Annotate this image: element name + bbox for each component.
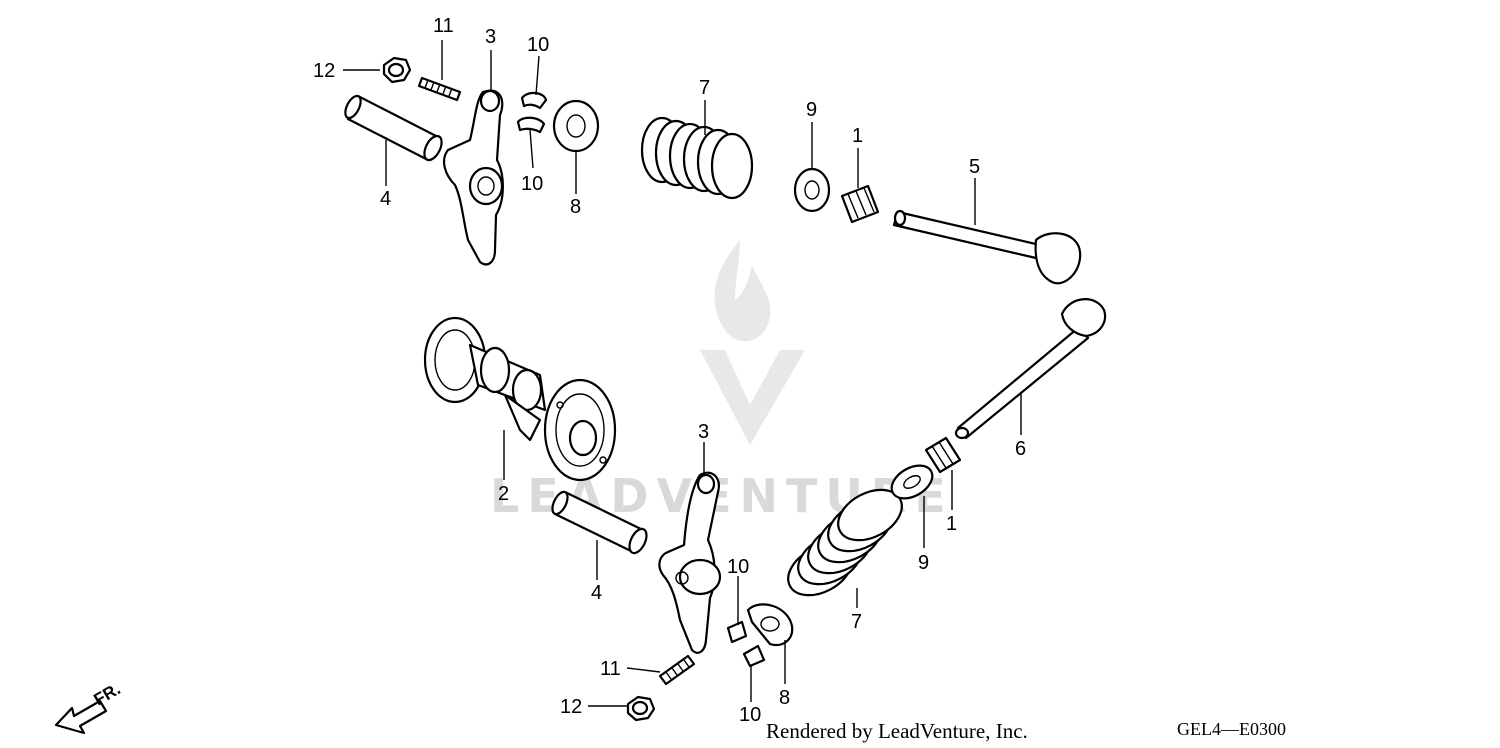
part-1-seal-upper[interactable] [840, 184, 880, 224]
part-6-exhaust-valve[interactable] [954, 298, 1107, 440]
callout-12-upper: 12 [313, 60, 335, 82]
leader-lines [343, 40, 1022, 707]
callout-9-lower: 9 [918, 552, 929, 574]
callout-4-lower: 4 [591, 582, 602, 604]
callout-11-upper: 11 [433, 15, 454, 37]
part-11-screw-upper[interactable] [417, 76, 462, 102]
watermark-logo [700, 240, 805, 445]
callout-10-upper-top: 10 [527, 34, 549, 56]
rendered-by-credit: Rendered by LeadVenture, Inc. [766, 719, 1028, 743]
part-7-spring-lower[interactable] [780, 480, 911, 606]
callout-8-lower: 8 [779, 687, 790, 709]
callout-1-lower: 1 [946, 513, 957, 535]
callout-11-lower: 11 [600, 658, 621, 680]
part-8-retainer-lower[interactable] [746, 603, 794, 647]
callout-2: 2 [498, 483, 509, 505]
diagram-code: GEL4—E0300 [1177, 719, 1286, 739]
part-2-camshaft[interactable] [423, 316, 617, 482]
callout-3-lower: 3 [698, 421, 709, 443]
part-11-screw-lower[interactable] [658, 654, 696, 686]
part-4-shaft-upper[interactable] [342, 94, 445, 163]
callout-10-lower-bottom: 10 [739, 704, 761, 726]
part-7-spring-upper[interactable] [640, 116, 754, 200]
part-9-seat-upper[interactable] [793, 167, 831, 213]
callout-9-upper: 9 [806, 99, 817, 121]
part-1-seal-lower[interactable] [924, 436, 962, 474]
part-3-rocker-arm-lower[interactable] [658, 471, 722, 654]
part-10-cotters-upper[interactable] [516, 91, 548, 134]
part-5-intake-valve[interactable] [892, 209, 1082, 285]
part-12-nut-upper[interactable] [382, 56, 412, 84]
part-9-seat-lower[interactable] [886, 459, 938, 505]
part-4-shaft-lower[interactable] [549, 490, 650, 556]
callout-12-lower: 12 [560, 696, 582, 718]
front-direction-arrow-icon [54, 699, 108, 735]
callout-10-upper-bottom: 10 [521, 173, 543, 195]
callout-8-upper: 8 [570, 196, 581, 218]
callout-4-upper: 4 [380, 188, 391, 210]
part-3-rocker-arm-upper[interactable] [442, 89, 504, 266]
callout-3-upper: 3 [485, 26, 496, 48]
callout-7-lower: 7 [851, 611, 862, 633]
callout-1-upper: 1 [852, 125, 863, 147]
part-12-nut-lower[interactable] [626, 695, 656, 722]
callout-10-lower-top: 10 [727, 556, 749, 578]
part-8-retainer-upper[interactable] [552, 99, 600, 153]
callout-6: 6 [1015, 438, 1026, 460]
callout-7-upper: 7 [699, 77, 710, 99]
callout-5: 5 [969, 156, 980, 178]
